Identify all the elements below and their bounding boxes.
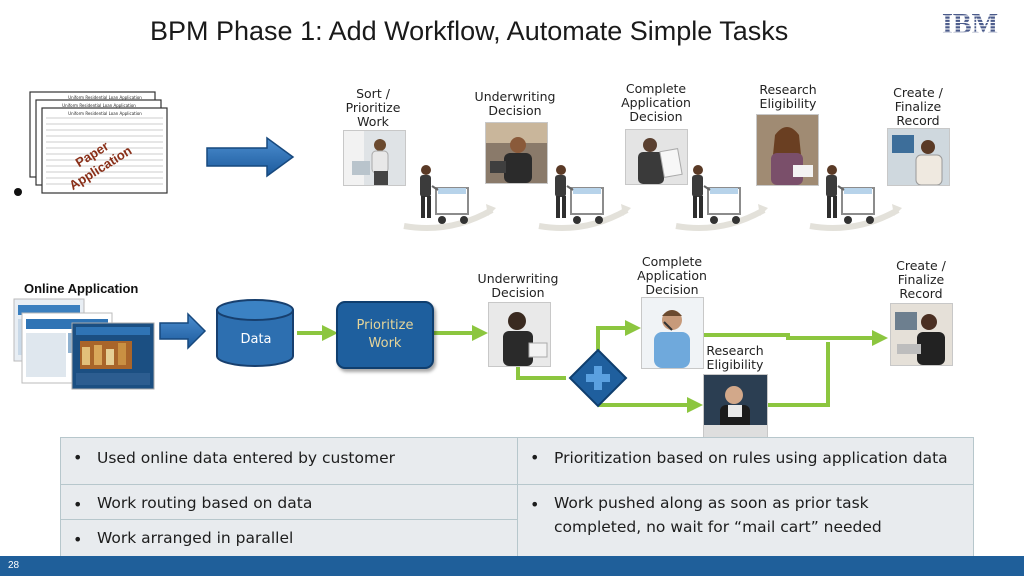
data-node-label: Data [240, 332, 272, 347]
top-step-underwriting-label: Underwriting Decision [474, 89, 556, 118]
bottom-step-create-label: Create / Finalize Record [896, 258, 946, 301]
page-number: 28 [8, 560, 20, 571]
photo-create-record [887, 128, 950, 186]
footer-bar [0, 556, 1024, 576]
mail-cart-icon [420, 165, 469, 224]
mail-cart-icon [692, 165, 741, 224]
swoosh-arrow-icon [675, 204, 768, 231]
top-step-complete-label: Complete Application Decision [621, 81, 691, 124]
mail-cart-icon [826, 165, 875, 224]
top-step-create-label: Create / Finalize Record [893, 85, 943, 128]
bottom-step-underwriting-label: Underwriting Decision [477, 271, 559, 300]
photo-underwriter [485, 122, 548, 184]
table-cell: Used online data entered by customer [60, 437, 518, 485]
top-step-sort-label: Sort / Prioritize Work [345, 86, 401, 129]
data-store-icon [216, 299, 294, 367]
svg-text:IBM: IBM [942, 10, 998, 36]
swoosh-arrow-icon [809, 204, 902, 231]
bottom-step-research-label: Research Eligibility [706, 343, 764, 372]
svg-text:Uniform Residential Loan Appli: Uniform Residential Loan Application [62, 103, 136, 108]
photo-complete-decision [625, 129, 688, 185]
photo-bottom-create-record [890, 303, 953, 366]
svg-text:Uniform Residential Loan Appli: Uniform Residential Loan Application [68, 95, 142, 100]
swoosh-arrow-icon [538, 204, 631, 231]
arrow-right-icon [159, 312, 207, 350]
ibm-logo: IBM [942, 10, 998, 36]
photo-bottom-complete-decision [641, 297, 704, 369]
photo-research-eligibility [756, 114, 819, 186]
flow-connectors [297, 320, 888, 413]
table-cell-text: Prioritization based on rules using appl… [554, 449, 948, 467]
online-application-label: Online Application [24, 281, 139, 296]
photo-sort-worker [343, 130, 406, 186]
swoosh-arrow-icon [403, 204, 496, 231]
table-cell: Work routing based on data [60, 484, 518, 520]
photo-bottom-research-eligibility [703, 374, 768, 440]
svg-text:Uniform Residential Loan Appli: Uniform Residential Loan Application [68, 111, 142, 116]
table-cell: Prioritization based on rules using appl… [517, 437, 974, 485]
table-cell: Work arranged in parallel [60, 519, 518, 558]
mail-cart-icon [555, 165, 604, 224]
photo-bottom-underwriter [488, 302, 551, 367]
summary-table: Used online data entered by customer Pri… [60, 437, 974, 558]
slide-title: BPM Phase 1: Add Workflow, Automate Simp… [150, 16, 789, 46]
table-cell: Work pushed along as soon as prior task … [517, 484, 974, 558]
table-cell-text: Work arranged in parallel [97, 529, 294, 547]
prioritize-work-node: Prioritize Work [336, 301, 434, 369]
online-application-screens [13, 298, 155, 390]
top-step-research-label: Research Eligibility [759, 82, 817, 111]
arrow-right-icon [206, 136, 295, 178]
paper-application-stack: Uniform Residential Loan Application Uni… [14, 91, 168, 196]
table-cell-text: Work routing based on data [97, 494, 313, 512]
table-cell-text: Work pushed along as soon as prior task … [554, 494, 882, 536]
table-cell-text: Used online data entered by customer [97, 449, 396, 467]
parallel-gateway-icon [568, 348, 628, 408]
bottom-step-complete-label: Complete Application Decision [637, 254, 707, 297]
